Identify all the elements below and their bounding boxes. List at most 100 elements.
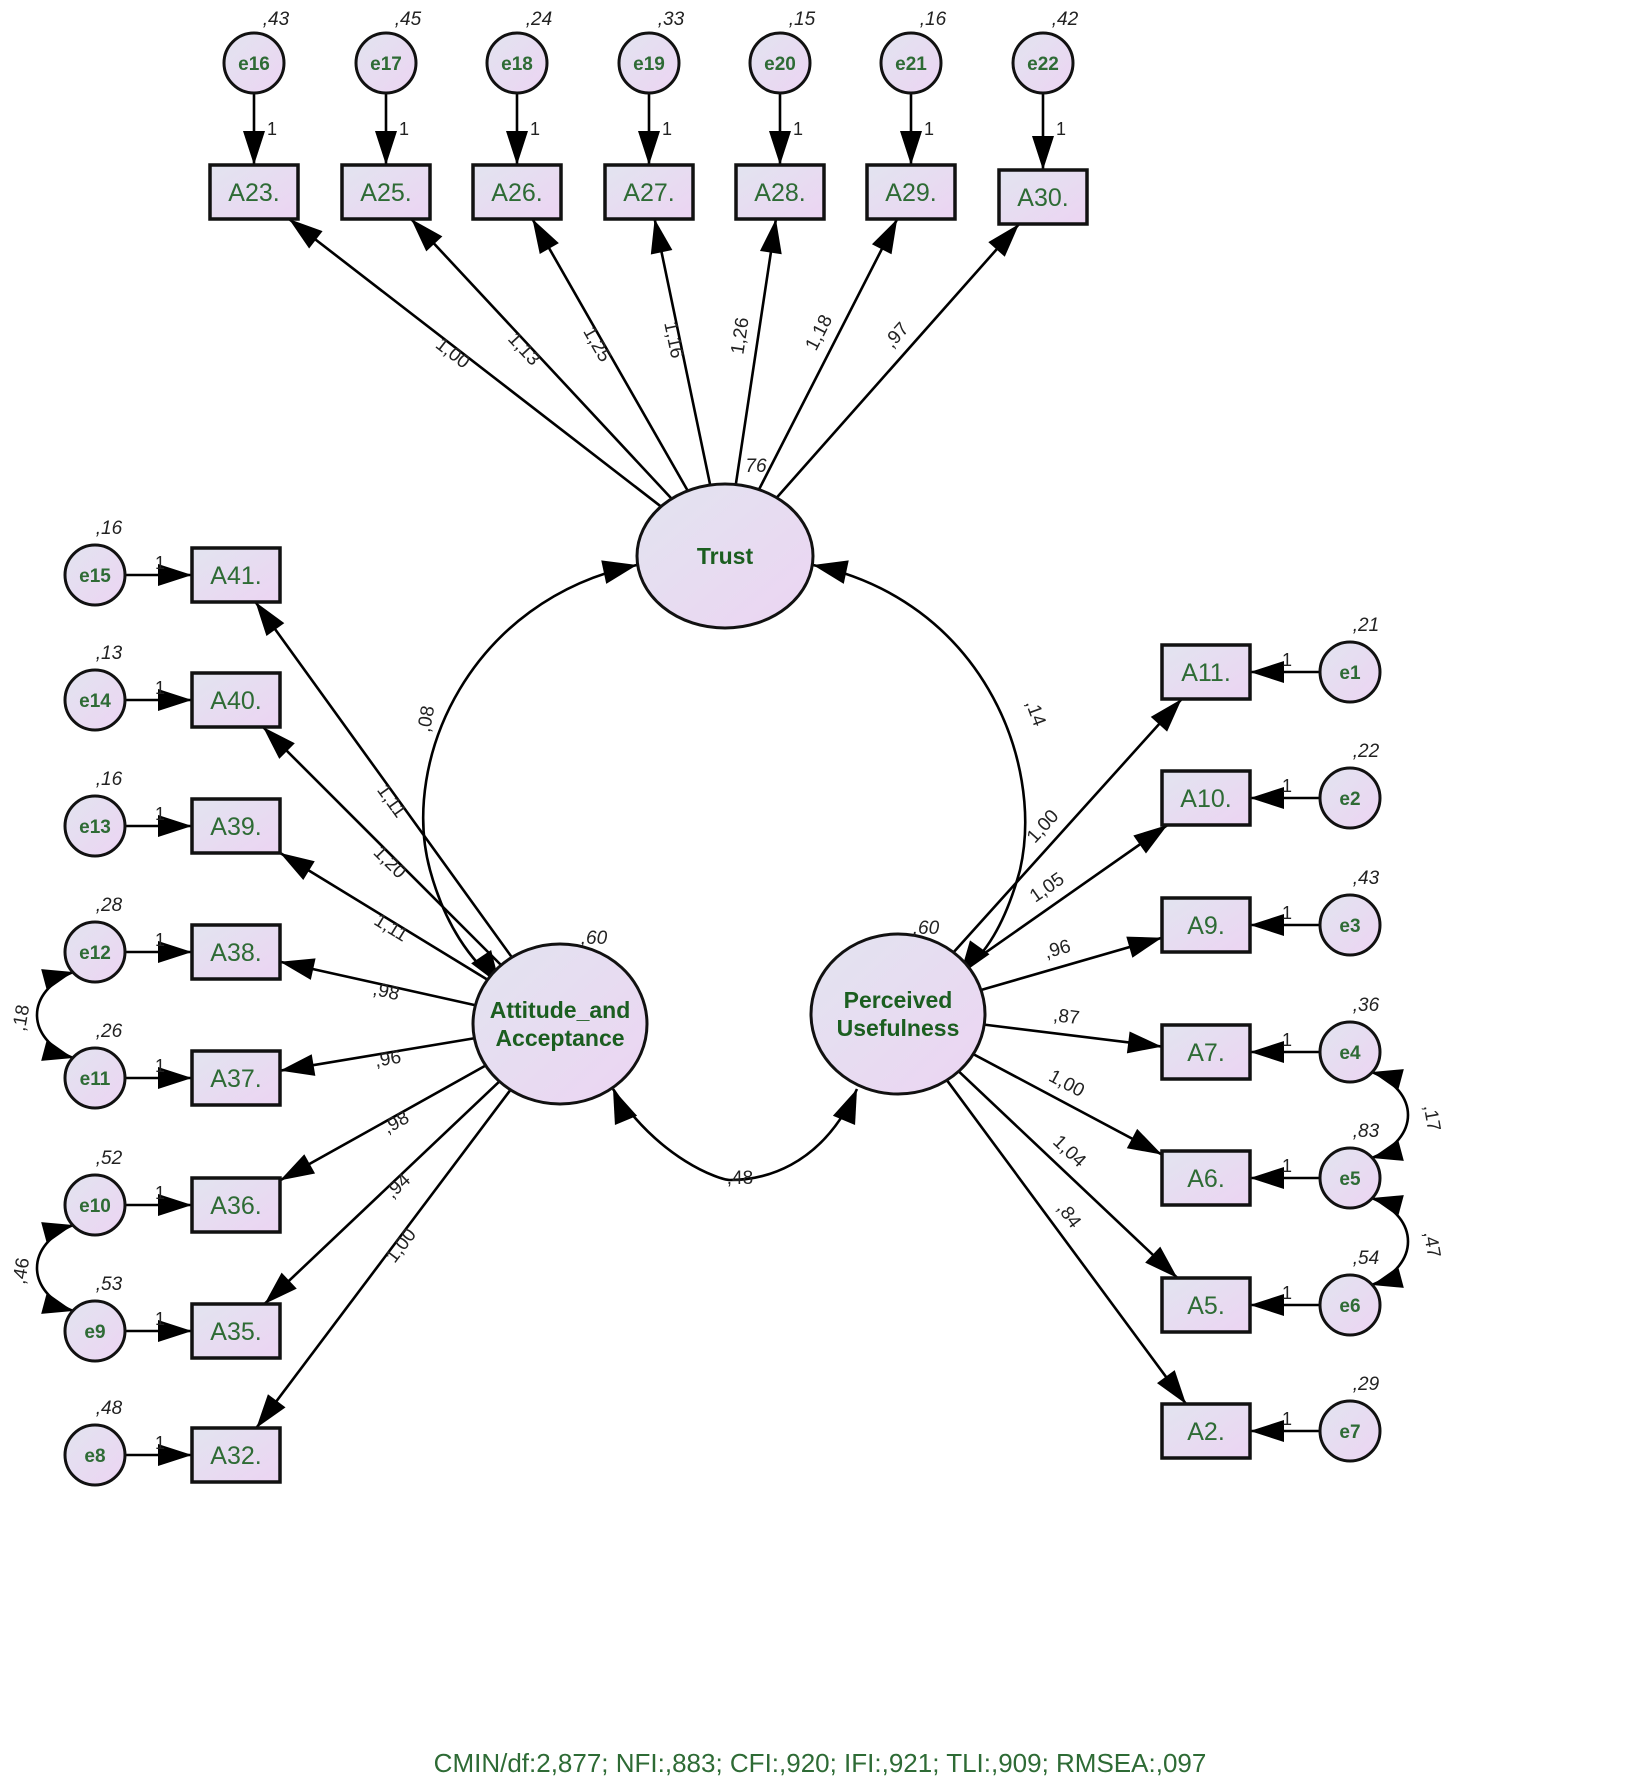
- loading-path-A29: [757, 218, 899, 491]
- error-variance-e5: ,83: [1353, 1121, 1380, 1142]
- error-node-e1: [1318, 640, 1382, 704]
- error-label-e15: e15: [79, 566, 111, 587]
- latent-label-trust: Trust: [697, 543, 754, 569]
- error-label-e13: e13: [79, 817, 111, 838]
- error-label-e11: e11: [80, 1069, 111, 1090]
- error-node-e9: [63, 1299, 127, 1363]
- latent-variance-trust: 76: [745, 456, 767, 477]
- loading-arrowhead-A28: [759, 219, 782, 255]
- loading-arrowhead-A35: [264, 1272, 297, 1304]
- loading-arrowhead-A32: [256, 1394, 286, 1428]
- nodes-layer: [63, 31, 1382, 1487]
- error-label-e1: e1: [1339, 663, 1361, 684]
- error-arrowhead-e20: [769, 131, 791, 165]
- error-variance-e10: ,52: [96, 1148, 123, 1169]
- loading-path-A5: [957, 1070, 1179, 1279]
- error-label-e21: e21: [895, 54, 927, 75]
- loading-path-A30: [775, 223, 1021, 499]
- error-label-e19: e19: [633, 54, 665, 75]
- error-variance-e22: ,42: [1052, 9, 1079, 30]
- error-variance-e14: ,13: [96, 643, 123, 664]
- error-variance-e19: ,33: [658, 9, 685, 30]
- error-label-e7: e7: [1339, 1422, 1360, 1443]
- loading-path-A32: [255, 1089, 512, 1429]
- loading-label-A32: 1,00: [382, 1225, 421, 1267]
- observed-label-A23: A23.: [228, 179, 279, 207]
- error-node-e3: [1318, 893, 1382, 957]
- observed-node-A35: [190, 1302, 282, 1360]
- observed-node-A6: [1160, 1149, 1252, 1207]
- observed-label-A30: A30.: [1017, 184, 1068, 212]
- observed-node-A28: [734, 163, 826, 221]
- loading-label-A28: 1,26: [727, 316, 753, 356]
- error-path-weight-e20: 1: [793, 119, 803, 139]
- error-covariance-label-e12-e11: ,18: [9, 1003, 34, 1033]
- observed-node-A30: [997, 168, 1089, 226]
- observed-label-A7: A7.: [1187, 1039, 1225, 1067]
- error-path-weight-e19: 1: [662, 119, 672, 139]
- observed-label-A29: A29.: [885, 179, 936, 207]
- error-node-e11: [63, 1046, 127, 1110]
- loading-path-A10: [966, 823, 1169, 967]
- loading-path-A39: [279, 851, 489, 981]
- loading-path-A36: [279, 1064, 487, 1182]
- observed-label-A10: A10.: [1180, 785, 1231, 813]
- error-arrowhead-e18: [506, 131, 528, 165]
- factor-covariance-trust-aa: [421, 563, 638, 986]
- error-arrowhead-e16: [243, 131, 265, 165]
- error-path-weight-e17: 1: [399, 119, 409, 139]
- error-path-weight-e16: 1: [267, 119, 277, 139]
- error-cov-arrowhead-e12-e11-b: [41, 1039, 73, 1061]
- error-variance-e6: ,54: [1353, 1248, 1379, 1269]
- error-variance-e18: ,24: [526, 9, 552, 30]
- error-variance-e21: ,16: [920, 9, 947, 30]
- factor-covariance-label-trust-pu: ,14: [1021, 697, 1050, 729]
- loading-arrowhead-A39: [280, 852, 315, 881]
- error-arrowhead-e11: [158, 1067, 192, 1089]
- observed-label-A32: A32.: [210, 1442, 261, 1470]
- error-cov-arrowhead-e10-e9-b: [41, 1292, 73, 1314]
- error-cov-arrowhead-e10-e9-a: [41, 1222, 73, 1244]
- error-label-e22: e22: [1027, 54, 1059, 75]
- loading-arrowhead-A40: [263, 727, 295, 759]
- loading-arrowhead-A26: [532, 219, 559, 254]
- error-node-e15: [63, 543, 127, 607]
- observed-label-A28: A28.: [754, 179, 805, 207]
- error-path-weight-e5: 1: [1282, 1156, 1292, 1176]
- loading-arrowhead-A11: [1150, 699, 1182, 732]
- loading-arrowhead-A6: [1126, 1128, 1162, 1155]
- latent-label-aa: Attitude_and: [490, 997, 631, 1023]
- error-node-e12: [63, 920, 127, 984]
- error-covariance-label-e10-e9: ,46: [9, 1256, 34, 1286]
- error-node-e20: [748, 31, 812, 95]
- error-label-e16: e16: [238, 54, 270, 75]
- error-label-e10: e10: [79, 1196, 111, 1217]
- factor-cov-arrowhead-aa-pu-b: [832, 1089, 857, 1126]
- observed-node-A38: [190, 923, 282, 981]
- error-cov-arrowhead-e4-e5-a: [1372, 1069, 1404, 1091]
- error-path-weight-e12: 1: [155, 930, 165, 950]
- error-path-weight-e10: 1: [155, 1183, 165, 1203]
- latent-label-aa: Acceptance: [495, 1025, 624, 1051]
- observed-label-A6: A6.: [1187, 1165, 1225, 1193]
- loading-arrowhead-A30: [988, 224, 1020, 257]
- loading-path-A11: [952, 698, 1183, 954]
- factor-covariance-label-trust-aa: ,08: [414, 704, 439, 734]
- latent-label-pu: Usefulness: [837, 1015, 960, 1041]
- error-variance-e12: ,28: [96, 895, 123, 916]
- observed-node-A26: [471, 163, 563, 221]
- loading-arrowhead-A25: [411, 219, 443, 252]
- error-arrowhead-e3: [1250, 914, 1284, 936]
- error-path-weight-e4: 1: [1282, 1030, 1292, 1050]
- observed-node-A9: [1160, 896, 1252, 954]
- error-node-e7: [1318, 1399, 1382, 1463]
- observed-label-A39: A39.: [210, 813, 261, 841]
- latent-node-trust: [635, 482, 815, 630]
- error-path-weight-e22: 1: [1056, 119, 1066, 139]
- error-cov-arrowhead-e5-e6-a: [1372, 1195, 1404, 1217]
- error-node-e5: [1318, 1146, 1382, 1210]
- observed-node-A25: [340, 163, 432, 221]
- observed-label-A27: A27.: [623, 179, 674, 207]
- error-arrowhead-e7: [1250, 1420, 1284, 1442]
